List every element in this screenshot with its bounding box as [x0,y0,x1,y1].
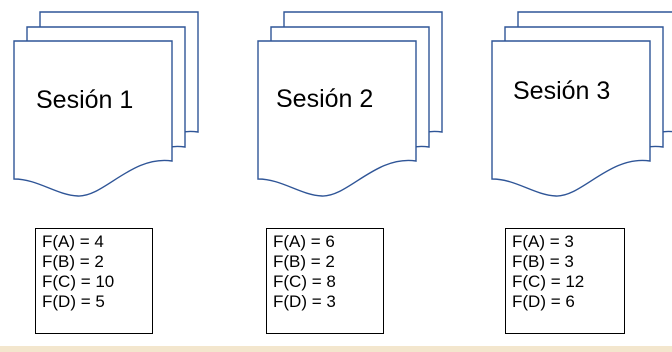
session-3-page-front [491,40,651,197]
session-3-title: Sesión 3 [513,77,610,105]
session-2-count-c: F(C) = 8 [273,272,336,291]
session-2-page-front [257,40,417,197]
session-2-title: Sesión 2 [276,85,373,113]
session-3-count-c: F(C) = 12 [512,272,585,291]
session-1-count-b: F(B) = 2 [42,252,104,271]
bottom-strip [0,346,672,352]
session-1-count-c: F(C) = 10 [42,272,115,291]
session-2-count-a: F(A) = 6 [273,232,335,251]
session-2-document-stack: Sesión 2 [257,11,443,197]
session-2-frequency-box: F(A) = 6 F(B) = 2 F(C) = 8 F(D) = 3 [266,228,384,334]
session-3-count-b: F(B) = 3 [512,252,574,271]
session-3-count-d: F(D) = 6 [512,292,575,311]
session-2-count-b: F(B) = 2 [273,252,335,271]
session-1-frequency-box: F(A) = 4 F(B) = 2 F(C) = 10 F(D) = 5 [35,228,153,334]
session-2-count-d: F(D) = 3 [273,292,336,311]
session-3-frequency-box: F(A) = 3 F(B) = 3 F(C) = 12 F(D) = 6 [505,228,625,334]
session-1-title: Sesión 1 [36,86,133,114]
session-1-page-front [13,40,173,197]
session-1-document-stack: Sesión 1 [13,11,199,197]
session-3-count-a: F(A) = 3 [512,232,574,251]
session-1-count-a: F(A) = 4 [42,232,104,251]
session-3-document-stack: Sesión 3 [491,11,672,197]
session-1-count-d: F(D) = 5 [42,292,105,311]
